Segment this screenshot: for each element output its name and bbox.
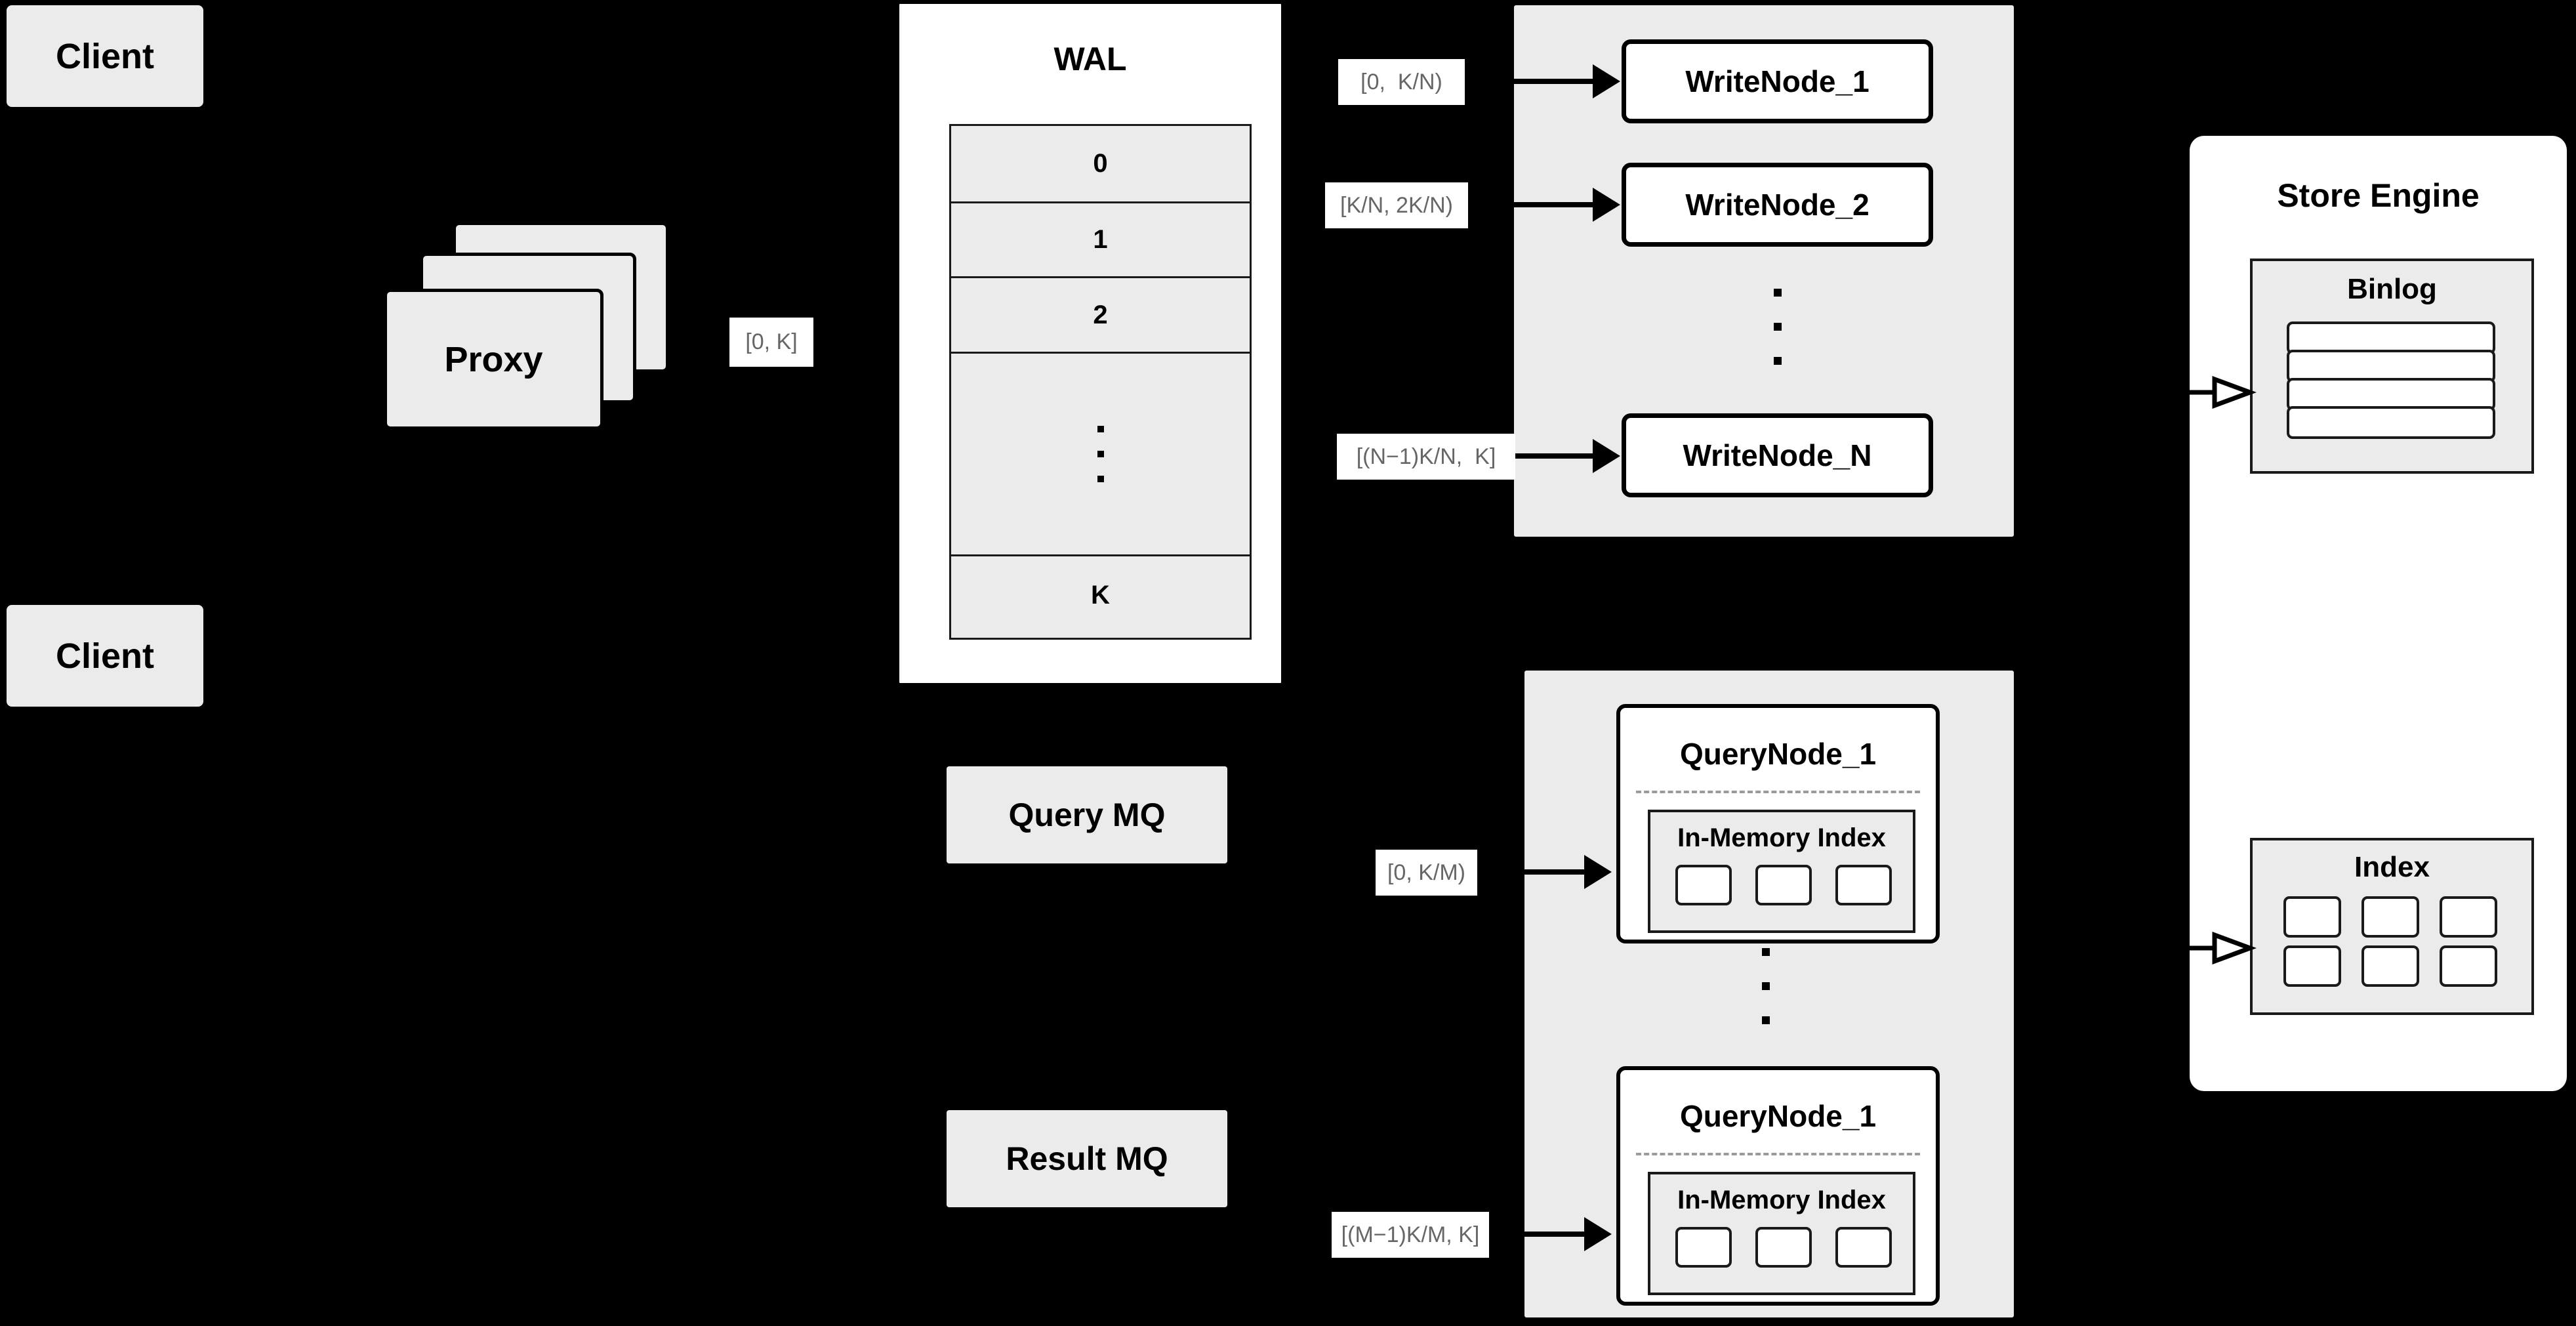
arrow-to-binlog xyxy=(2184,375,2257,409)
arrow-to-index xyxy=(2184,931,2257,965)
query-mq-label: Query MQ xyxy=(1008,797,1166,833)
index-cell xyxy=(1675,1227,1732,1268)
arrow-head-query-1 xyxy=(1584,855,1612,889)
ellipsis-dot xyxy=(1762,948,1770,956)
query-mq-box[interactable]: Query MQ xyxy=(947,766,1227,863)
ellipsis-dot xyxy=(1774,289,1782,297)
index-panel: Index xyxy=(2250,838,2534,1015)
wal-title: WAL xyxy=(1053,41,1127,77)
edge-label-proxy-to-wal: [0, K] xyxy=(729,318,813,367)
query-node-m-title: QueryNode_1 xyxy=(1679,1099,1877,1133)
binlog-title: Binlog xyxy=(2347,273,2437,305)
ellipsis-dot xyxy=(1097,476,1104,482)
ellipsis-dot xyxy=(1774,323,1782,331)
binlog-row xyxy=(2287,321,2495,354)
index-cell xyxy=(1835,1227,1892,1268)
edge-label-write-2: [K/N, 2K/N) xyxy=(1325,182,1468,228)
result-mq-box[interactable]: Result MQ xyxy=(947,1110,1227,1207)
arrow-head-write-n xyxy=(1593,439,1620,473)
index-cell xyxy=(2283,896,2341,938)
query-node-1-divider xyxy=(1636,791,1920,793)
index-cell xyxy=(1755,1227,1812,1268)
write-node-2-label: WriteNode_2 xyxy=(1685,188,1870,222)
index-cell xyxy=(1835,865,1892,905)
index-cell xyxy=(2361,896,2419,938)
query-pool-ellipsis xyxy=(1762,948,1770,1024)
query-node-1[interactable]: QueryNode_1 In-Memory Index xyxy=(1616,704,1940,943)
write-pool-ellipsis xyxy=(1774,289,1782,365)
client-label-2: Client xyxy=(55,636,154,676)
binlog-row xyxy=(2287,378,2495,411)
edge-label-query-m: [(M−1)K/M, K] xyxy=(1332,1212,1489,1258)
query-node-1-title: QueryNode_1 xyxy=(1679,737,1877,771)
client-label-1: Client xyxy=(55,36,154,76)
wal-table: 0 1 2 K xyxy=(949,124,1252,640)
arrow-line-write-n xyxy=(1515,453,1596,459)
store-engine-panel: Store Engine Binlog Index xyxy=(2190,136,2567,1091)
ellipsis-dot xyxy=(1097,451,1104,457)
arrow-head-write-1 xyxy=(1593,64,1620,98)
wal-row-1: 1 xyxy=(951,203,1250,278)
arrow-line-write-2 xyxy=(1468,202,1596,207)
binlog-panel: Binlog xyxy=(2250,259,2534,474)
ellipsis-dot xyxy=(1762,982,1770,990)
write-node-n-label: WriteNode_N xyxy=(1683,438,1872,472)
edge-label-write-n: [(N−1)K/N, K] xyxy=(1337,434,1515,480)
query-node-m-in-memory-index: In-Memory Index xyxy=(1648,1172,1915,1295)
ellipsis-dot xyxy=(1774,357,1782,365)
proxy-box[interactable]: Proxy xyxy=(384,289,603,430)
write-node-1[interactable]: WriteNode_1 xyxy=(1622,39,1933,123)
query-node-m-divider xyxy=(1636,1153,1920,1155)
binlog-row xyxy=(2287,406,2495,439)
result-mq-label: Result MQ xyxy=(1006,1140,1168,1177)
edge-label-write-1: [0, K/N) xyxy=(1338,59,1465,105)
arrow-head-query-m xyxy=(1584,1217,1612,1251)
wal-panel: WAL 0 1 2 K xyxy=(897,2,1283,685)
in-memory-index-title-2: In-Memory Index xyxy=(1677,1186,1886,1214)
index-title: Index xyxy=(2354,851,2430,883)
write-node-n[interactable]: WriteNode_N xyxy=(1622,413,1933,497)
index-cell xyxy=(1675,865,1732,905)
index-cell xyxy=(2283,945,2341,987)
arrow-line-write-1 xyxy=(1465,79,1596,84)
client-box-1[interactable]: Client xyxy=(7,5,203,107)
arrow-head-write-2 xyxy=(1593,188,1620,222)
client-box-2[interactable]: Client xyxy=(7,605,203,707)
wal-row-k: K xyxy=(951,556,1250,634)
wal-row-0: 0 xyxy=(951,126,1250,203)
in-memory-index-title-1: In-Memory Index xyxy=(1677,823,1886,852)
index-cell xyxy=(2440,945,2497,987)
proxy-label: Proxy xyxy=(444,339,543,379)
query-node-1-in-memory-index: In-Memory Index xyxy=(1648,810,1915,933)
arrow-line-query-m xyxy=(1489,1232,1587,1237)
write-node-1-label: WriteNode_1 xyxy=(1685,64,1870,98)
index-cell xyxy=(2361,945,2419,987)
wal-row-2: 2 xyxy=(951,278,1250,354)
edge-label-query-1: [0, K/M) xyxy=(1376,850,1477,896)
arrow-line-query-1 xyxy=(1477,869,1587,875)
write-node-2[interactable]: WriteNode_2 xyxy=(1622,163,1933,247)
ellipsis-dot xyxy=(1097,426,1104,432)
index-cell xyxy=(2440,896,2497,938)
query-node-m[interactable]: QueryNode_1 In-Memory Index xyxy=(1616,1066,1940,1306)
store-engine-title: Store Engine xyxy=(2277,177,2480,214)
wal-row-ellipsis xyxy=(951,354,1250,556)
ellipsis-dot xyxy=(1762,1016,1770,1024)
index-cell xyxy=(1755,865,1812,905)
